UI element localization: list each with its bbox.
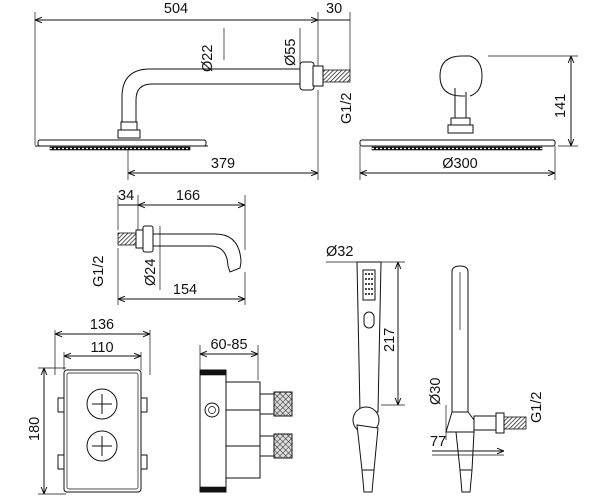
wall-flange — [299, 61, 315, 91]
side-valve-cartridge-housing — [225, 381, 261, 479]
head-connector — [117, 129, 141, 139]
spout-flange-offset-label: 34 — [118, 188, 134, 204]
side-holder-thread — [503, 416, 527, 430]
mixer-box-side-view: 60-85 — [199, 337, 293, 493]
side-holder-nut — [495, 412, 505, 434]
front-connector — [447, 124, 474, 134]
shower-head-height-label: 141 — [553, 94, 569, 118]
front-joint-nut — [450, 117, 471, 126]
spout-thread — [117, 232, 137, 246]
front-flange-edge — [469, 55, 483, 97]
flange-offset-label: 30 — [326, 1, 342, 17]
box-outer-width-label: 136 — [90, 317, 114, 333]
hand-shower-thread-label: G1/2 — [529, 392, 545, 423]
shower-head-nozzles — [49, 146, 191, 151]
front-head-plate — [359, 139, 556, 147]
front-flange-outline — [439, 55, 470, 97]
flange-diameter-label: Ø55 — [283, 39, 299, 66]
side-holder — [445, 411, 475, 433]
hand-shower-front-view: Ø32 217 — [326, 244, 405, 493]
shower-head-projection-label: 379 — [211, 156, 235, 172]
arm-diameter-label: Ø22 — [200, 45, 216, 72]
spout-bottom-edge — [153, 245, 229, 267]
shower-arm-top-edge — [121, 68, 305, 122]
mixer-box-front-view: 136 110 180 — [27, 317, 151, 495]
holder-projection-label: 77 — [430, 434, 446, 450]
mounting-tab-left-lower — [57, 454, 65, 470]
lower-knurled-handle — [273, 433, 293, 459]
hand-shower-spray-face — [362, 269, 376, 301]
hand-shower-side-view: G1/2 Ø30 77 — [428, 265, 545, 493]
mounting-tab-right — [140, 397, 148, 413]
box-height-label: 180 — [27, 417, 43, 441]
shower-head-front-view: 141 Ø300 — [359, 55, 578, 180]
box-inner-width-label: 110 — [90, 340, 113, 356]
side-holder-arm — [473, 415, 497, 431]
mixer-box-inner-frame — [66, 372, 139, 490]
arm-joint-nut — [120, 121, 138, 131]
hand-shower-diameter-label: Ø32 — [326, 244, 353, 260]
shower-head-thread-label: G1/2 — [339, 93, 355, 124]
lower-valve-knob — [86, 430, 118, 462]
thread-connector — [322, 69, 351, 83]
spout-diameter-label: Ø24 — [143, 259, 159, 286]
hand-shower-hose-connector — [356, 424, 379, 471]
spout-top-edge — [153, 233, 242, 263]
side-box-body — [199, 369, 227, 493]
hand-shower-length-label: 217 — [382, 328, 398, 352]
upper-valve-knob — [86, 388, 118, 420]
upper-knurled-handle — [273, 391, 293, 417]
spout-flange — [142, 225, 154, 253]
hand-shower-side-body — [451, 265, 469, 413]
spout-projection-label: 154 — [173, 282, 197, 298]
mounting-tab-right-lower — [140, 454, 148, 470]
box-depth-range-label: 60-85 — [210, 337, 247, 353]
side-hose — [459, 469, 473, 493]
spout-outlet — [227, 261, 242, 273]
spout-side-view: 34 166 G1/2 Ø24 154 — [91, 188, 246, 305]
shower-head-plate — [37, 139, 207, 147]
spray-mode-button — [363, 311, 375, 329]
spout-nut — [135, 229, 144, 249]
upper-handle-stem — [259, 393, 275, 415]
spout-length-label: 166 — [176, 188, 200, 204]
mounting-tab-left — [57, 397, 65, 413]
shower-head-side-view: 504 30 Ø22 Ø55 G1/2 379 — [34, 1, 355, 180]
holder-diameter-label: Ø30 — [428, 378, 444, 405]
front-nozzles — [371, 146, 543, 151]
shower-arm-bottom-edge — [135, 83, 305, 122]
lower-handle-stem — [259, 435, 275, 457]
spout-thread-label: G1/2 — [91, 256, 107, 287]
side-inlet-port — [204, 402, 220, 418]
hand-shower-hose — [361, 469, 375, 493]
wall-nut — [312, 65, 324, 87]
shower-head-width-label: 504 — [164, 1, 188, 17]
shower-head-diameter-label: Ø300 — [442, 156, 477, 172]
